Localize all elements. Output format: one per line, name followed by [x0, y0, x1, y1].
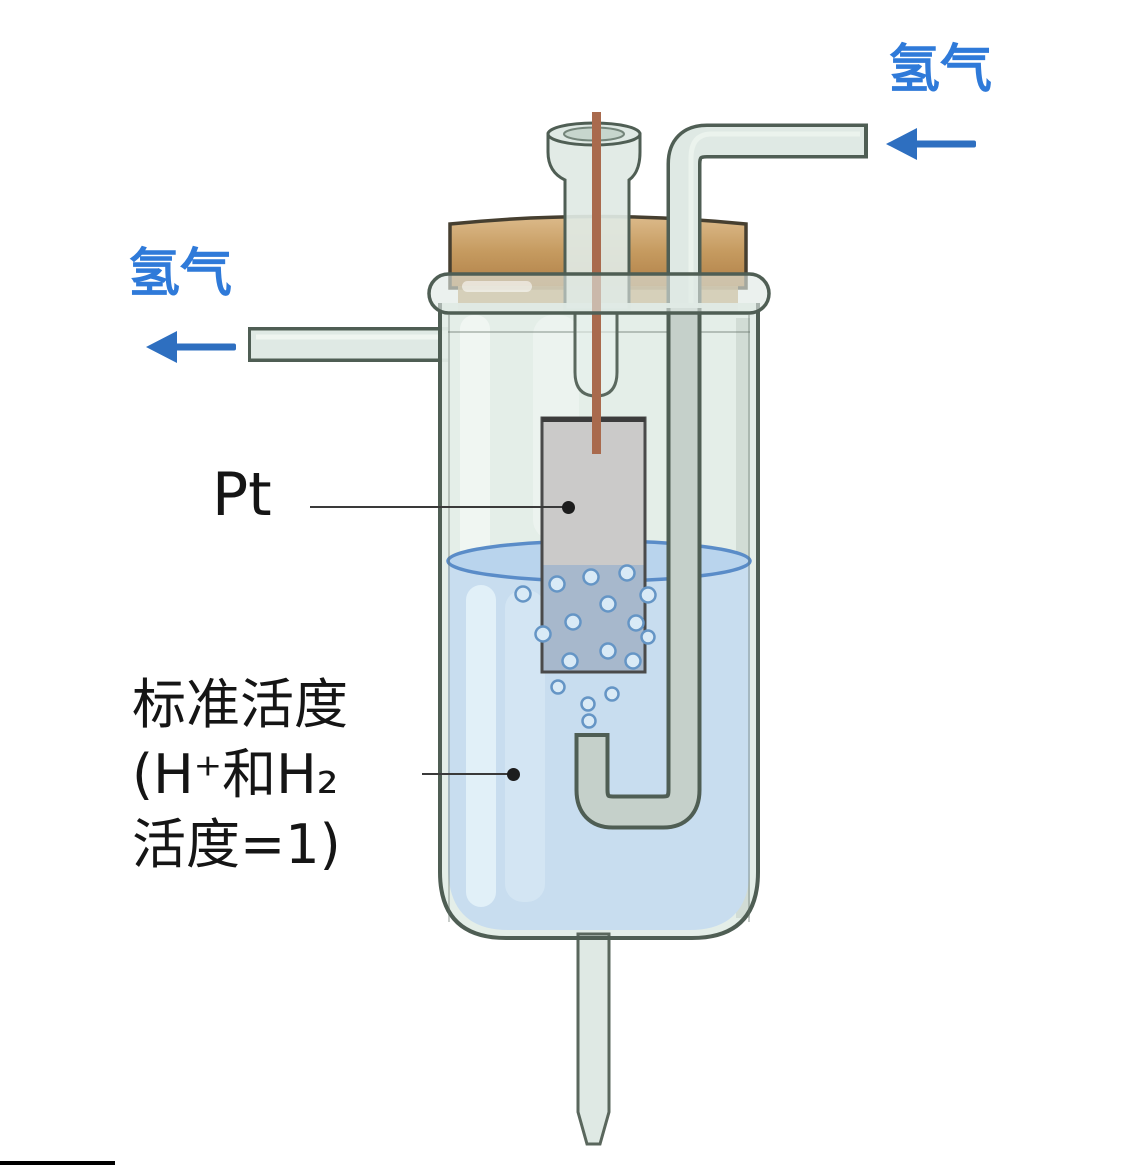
vessel-outline — [438, 303, 760, 940]
pt-pointer-dot — [562, 501, 575, 514]
bubbler-tube — [574, 308, 702, 830]
hydrogen-outlet-arrow-left-icon — [146, 331, 236, 363]
drain-stem — [576, 932, 611, 1146]
solution-label-line1: 标准活度 — [132, 673, 348, 736]
pt-electrode — [540, 416, 647, 674]
pt-electrode-label: Pt — [212, 460, 272, 530]
solution-label-line2: (H⁺和H₂ — [132, 743, 339, 806]
solution-pointer-dot — [507, 768, 520, 781]
outlet-tube-left — [248, 327, 448, 362]
vessel-rim-ring — [427, 272, 771, 315]
inlet-tube-right — [666, 123, 868, 314]
gas-bubbles — [514, 564, 657, 729]
pt-pointer-line — [310, 506, 563, 508]
hydrogen-outlet-label: 氢气 — [128, 244, 233, 304]
hydrogen-inlet-arrow-left-icon — [886, 128, 976, 160]
solution-label-line3: 活度=1) — [132, 813, 341, 876]
hydrogen-inlet-label: 氢气 — [888, 40, 993, 100]
solution-label: 标准活度 (H⁺和H₂ 活度=1) — [132, 670, 348, 880]
solution-pointer-line — [422, 773, 509, 775]
page-edge-line — [0, 1161, 115, 1165]
